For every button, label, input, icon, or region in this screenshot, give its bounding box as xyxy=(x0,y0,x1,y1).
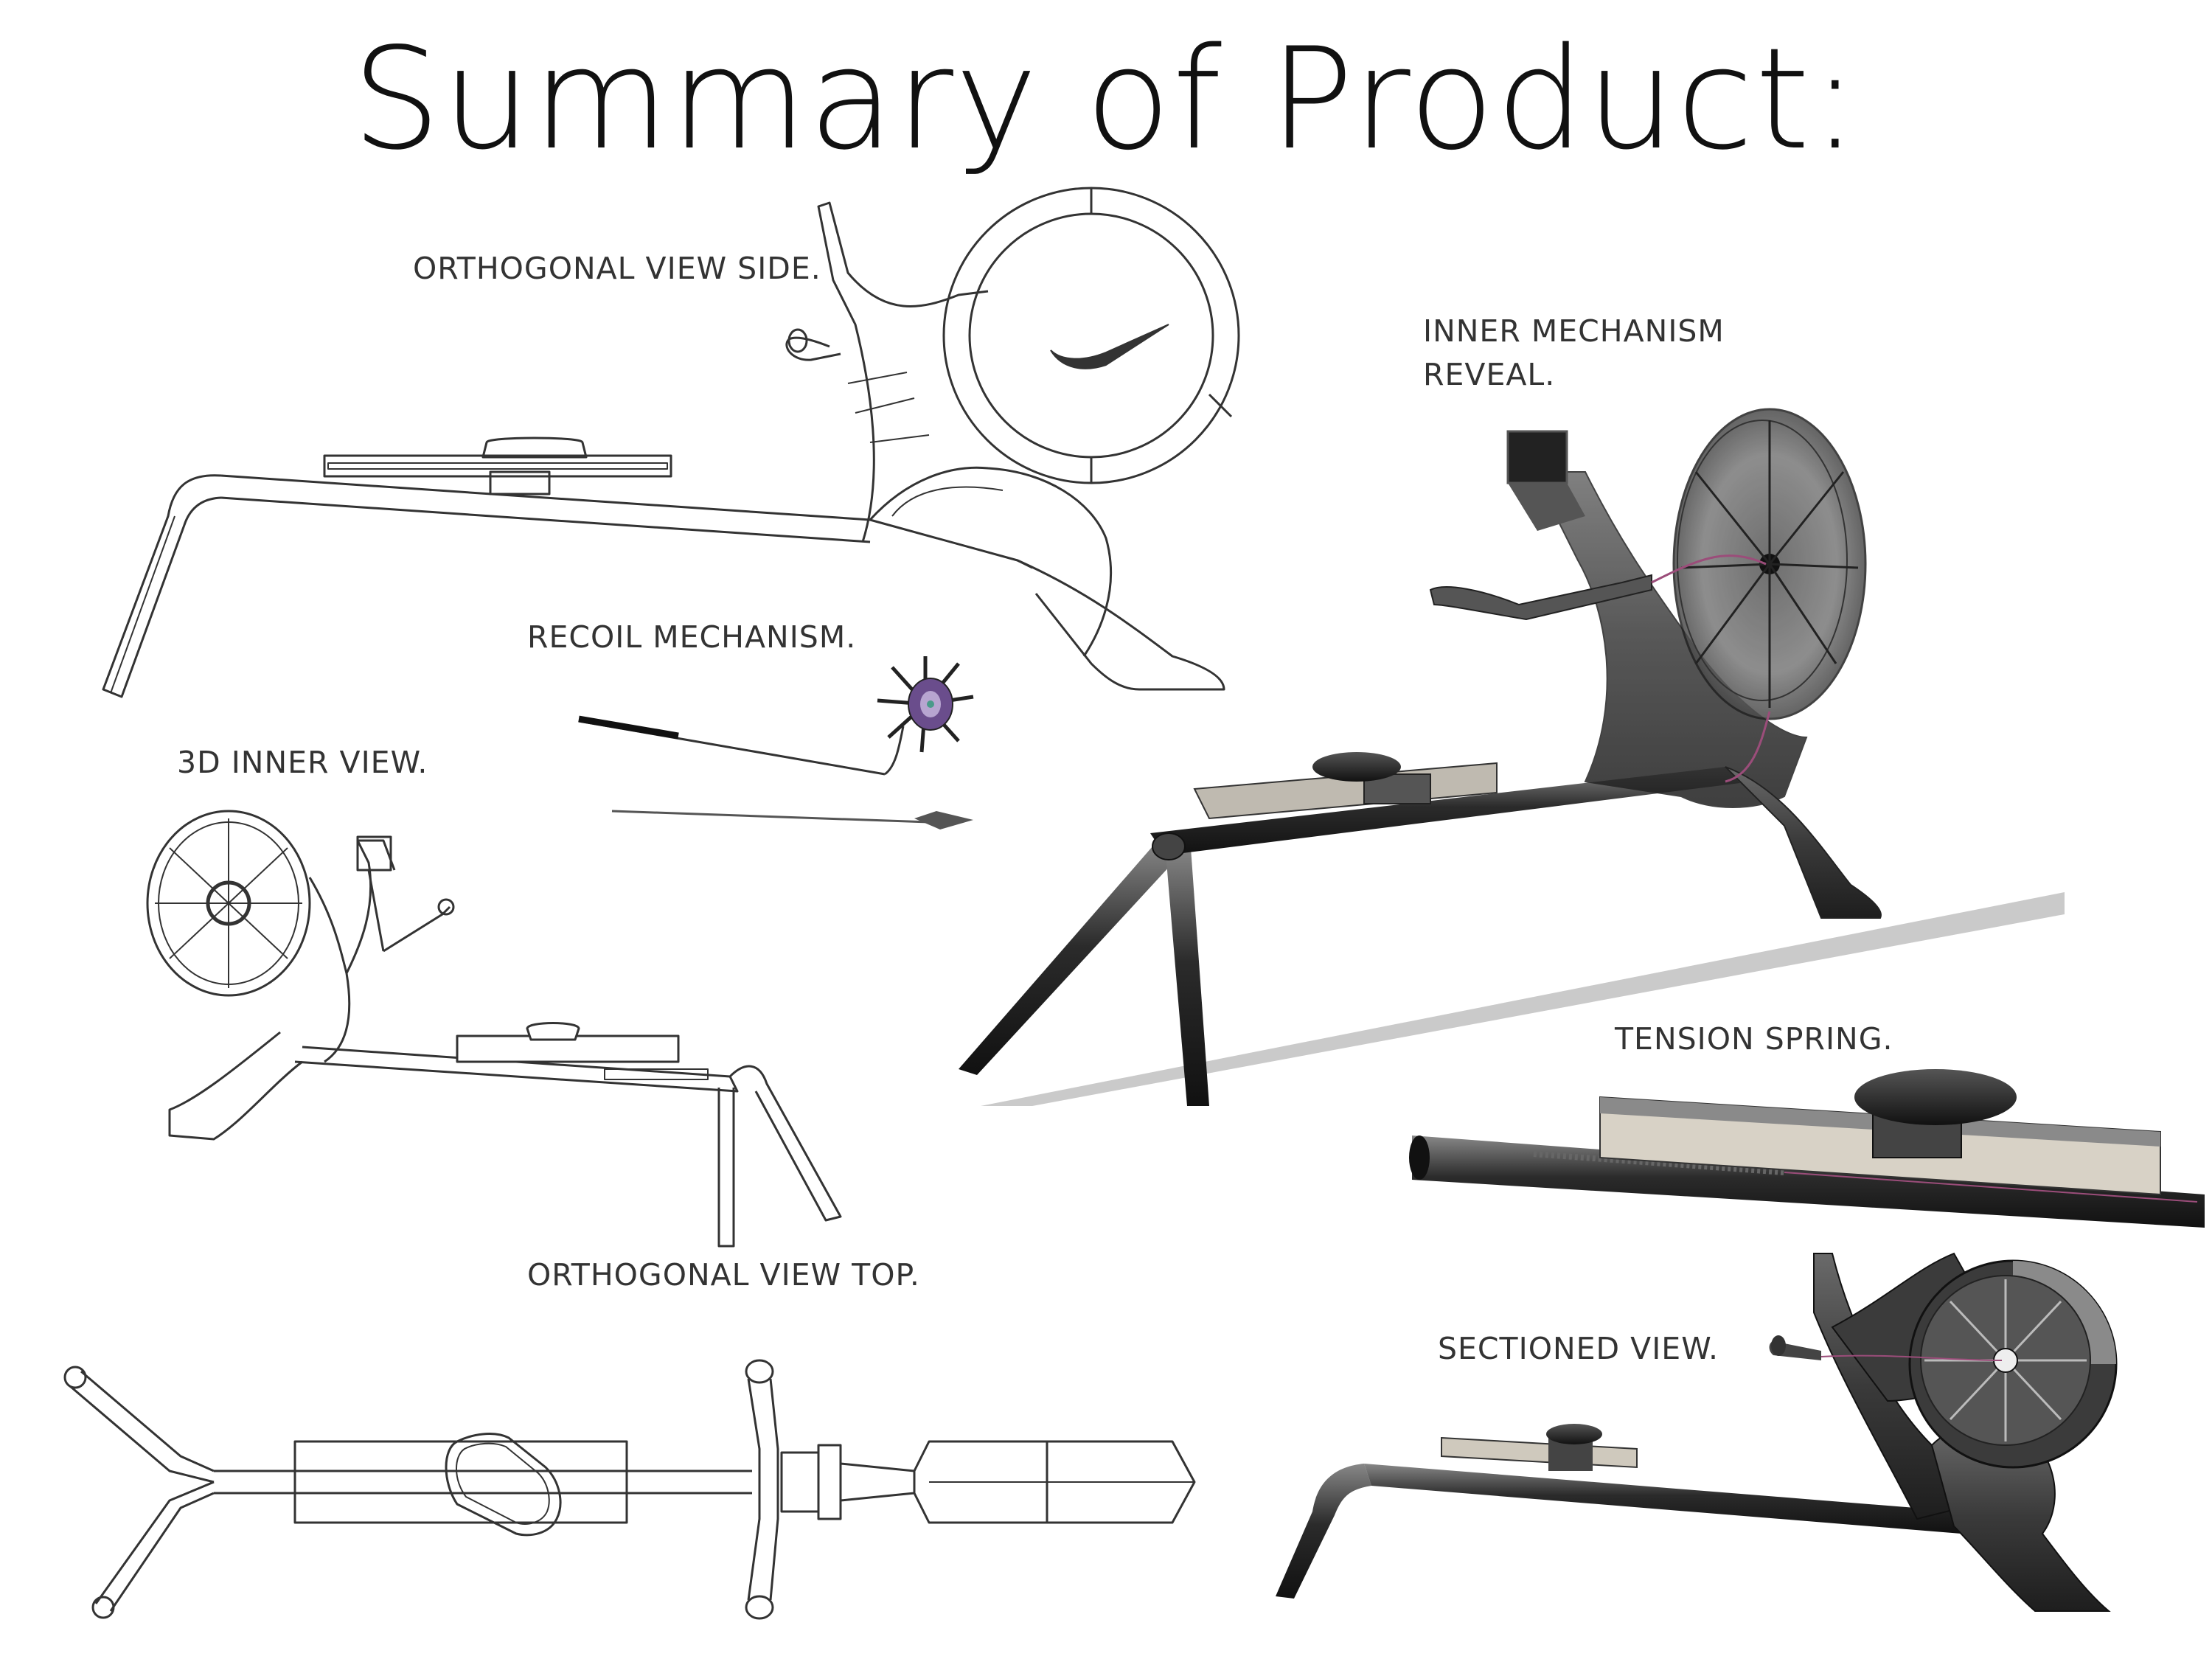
label-recoil-mechanism: RECOIL MECHANISM. xyxy=(527,619,857,655)
sectioned-view-render xyxy=(1276,1252,2118,1612)
label-orthogonal-top: ORTHOGONAL VIEW TOP. xyxy=(527,1257,920,1293)
swoosh-logo-icon xyxy=(1050,324,1169,369)
orthogonal-top-drawing xyxy=(63,1359,1196,1620)
label-inner-mechanism-line2: REVEAL. xyxy=(1423,357,1556,393)
label-inner-mechanism: INNER MECHANISM REVEAL. xyxy=(1423,310,1725,397)
recoil-mechanism-drawing xyxy=(578,656,974,830)
orthogonal-side-drawing xyxy=(102,187,1240,698)
label-inner-mechanism-line1: INNER MECHANISM xyxy=(1423,313,1725,349)
inner-mechanism-render xyxy=(959,408,2065,1106)
label-3d-inner-view: 3D INNER VIEW. xyxy=(177,745,428,780)
inner-3d-drawing xyxy=(146,810,842,1248)
tension-spring-render xyxy=(1409,1069,2205,1228)
page-title: Summary of Product: xyxy=(352,18,1860,181)
label-orthogonal-side: ORTHOGONAL VIEW SIDE. xyxy=(413,251,821,286)
label-sectioned-view: SECTIONED VIEW. xyxy=(1438,1331,1719,1366)
label-tension-spring: TENSION SPRING. xyxy=(1615,1021,1893,1057)
